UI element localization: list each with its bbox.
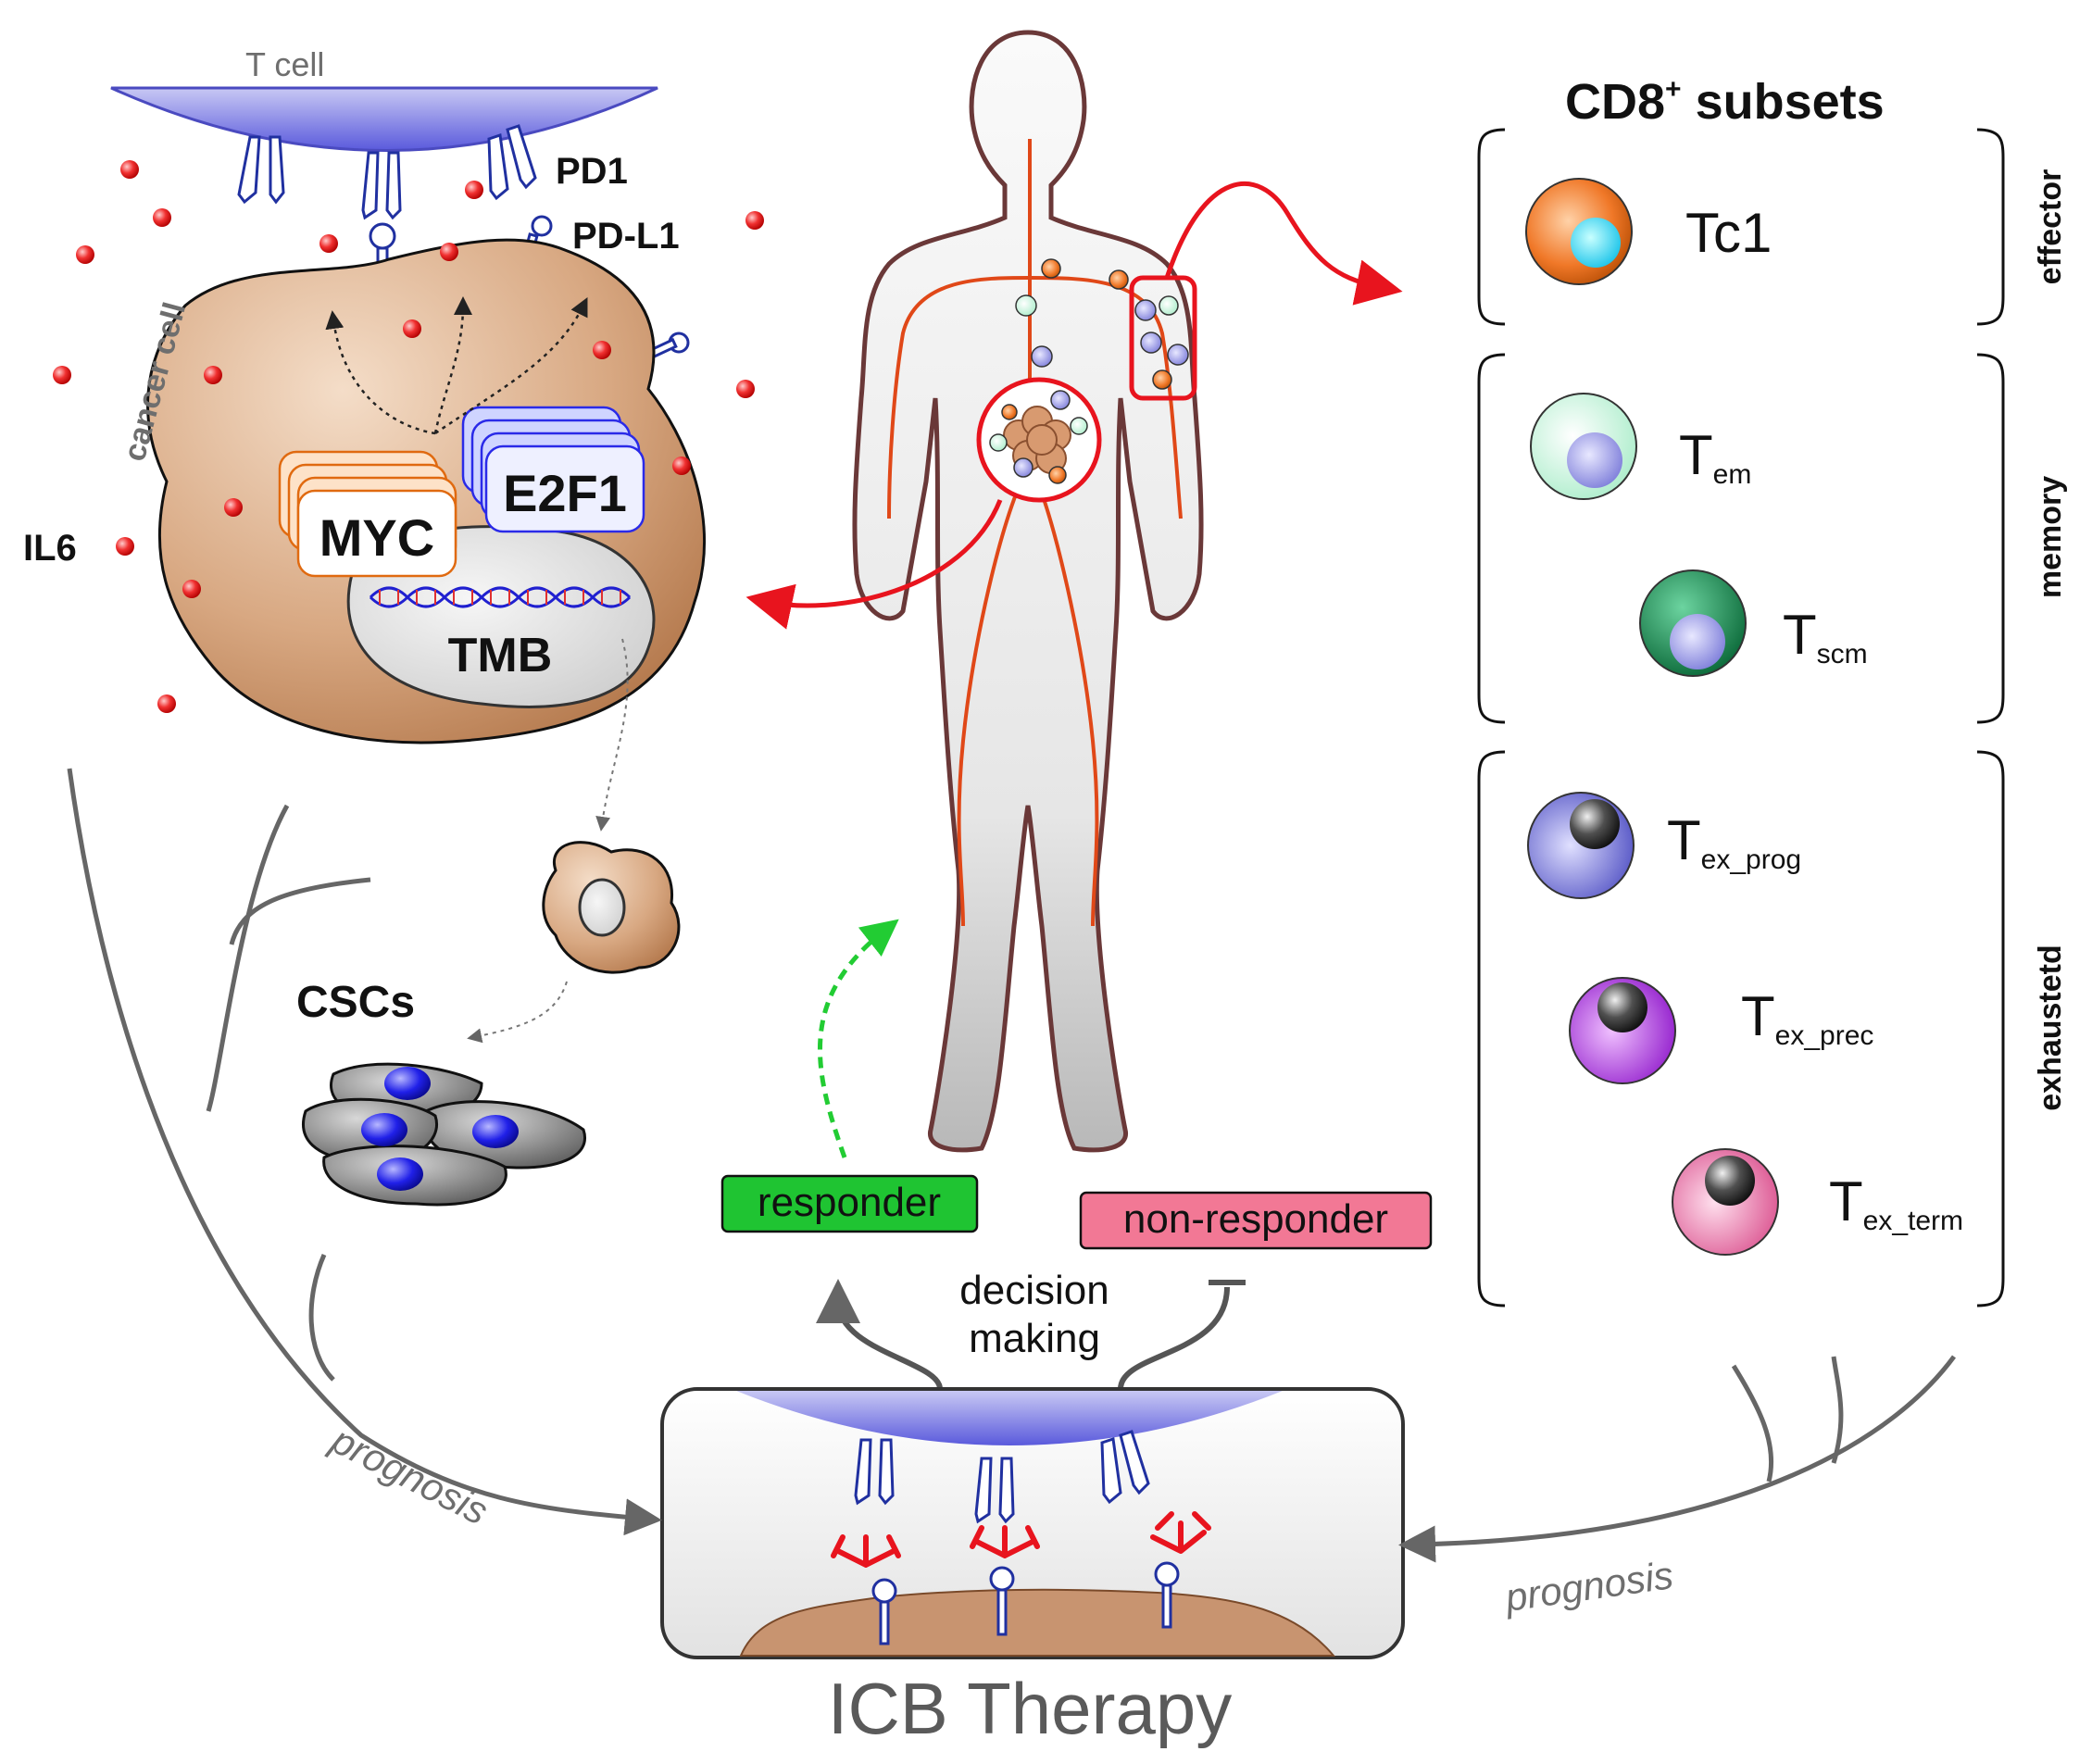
infiltrating-cells xyxy=(989,390,1088,484)
pd1-receptor xyxy=(237,124,537,220)
circulating-cells xyxy=(1015,258,1129,368)
pdl1-label: PD-L1 xyxy=(572,216,680,256)
tc1-label: Tc1 xyxy=(1685,202,1772,264)
inhibit-to-nonresponder xyxy=(1118,1286,1230,1390)
tscm-label: Tscm xyxy=(1783,604,1868,669)
red-arrow-to-cd8 xyxy=(1164,181,1403,306)
cd8-subsets-panel: CD8+ subsets effector memory exhaustetd … xyxy=(1477,74,2068,1307)
tcell-cancer-panel: T cell PD1 PD-L1 cancer cell xyxy=(23,45,764,744)
icb-box xyxy=(660,1387,1405,1659)
grey-dotted-arrow-2 xyxy=(467,981,568,1044)
dna-helix xyxy=(369,586,632,608)
responder-label: responder xyxy=(758,1180,941,1225)
grey-dotted-arrow-1 xyxy=(595,638,629,832)
icb-tcell-membrane xyxy=(736,1391,1283,1445)
csc-nuclei xyxy=(361,1067,519,1191)
cscs-label: CSCs xyxy=(296,978,415,1027)
tem-label: Tem xyxy=(1679,424,1751,490)
icb-pdl1-ligands xyxy=(871,1561,1180,1645)
decision-panel: responder non-responder decision making xyxy=(720,919,1433,1390)
t-cell-membrane xyxy=(110,86,658,152)
il6-label: IL6 xyxy=(23,528,77,569)
non-responder-box xyxy=(1079,1191,1433,1250)
decision-label: decision xyxy=(959,1268,1109,1313)
prognosis-left-label: prognosis xyxy=(323,1417,495,1533)
tex-prec-label: Tex_prec xyxy=(1741,985,1873,1051)
left-prognosis-tree xyxy=(67,768,662,1536)
red-arrow-to-cancer xyxy=(745,499,1003,630)
cell-tc1 xyxy=(1525,178,1633,285)
cd8-title: CD8+ subsets xyxy=(1565,74,1885,130)
tex-term-label: Tex_term xyxy=(1829,1170,1963,1236)
body-silhouette xyxy=(852,30,1204,1153)
icb-therapy-label: ICB Therapy xyxy=(828,1668,1232,1749)
tex-prog-label: Tex_prog xyxy=(1667,809,1801,875)
right-prognosis-tree xyxy=(1398,1355,1957,1563)
cell-tex-prog xyxy=(1527,792,1635,899)
tumor-mass xyxy=(1003,406,1071,474)
pd1-label: PD1 xyxy=(556,151,628,192)
human-body xyxy=(745,30,1403,1153)
icb-antibodies xyxy=(831,1511,1211,1568)
t-cell-label: T cell xyxy=(245,45,324,83)
e2f1-box xyxy=(461,406,645,533)
making-label: making xyxy=(969,1316,1100,1361)
myc-box xyxy=(278,450,457,578)
cell-tex-term xyxy=(1672,1148,1779,1256)
non-responder-label: non-responder xyxy=(1123,1196,1388,1242)
lymph-node-cells xyxy=(1134,295,1189,390)
il6-molecules xyxy=(53,160,764,713)
blood-vessels xyxy=(887,139,1183,927)
prognosis-right-label: prognosis xyxy=(1501,1553,1676,1620)
group-effector-label: effector xyxy=(2033,169,2068,285)
arrow-to-responder xyxy=(816,1279,943,1390)
cell-tscm xyxy=(1639,569,1747,677)
responder-box xyxy=(720,1174,979,1233)
icb-therapy-panel: ICB Therapy xyxy=(660,1387,1405,1749)
signaling-arrows xyxy=(325,296,588,435)
cell-tem xyxy=(1530,393,1637,500)
lymph-node-box xyxy=(1129,275,1197,401)
group-memory-label: memory xyxy=(2033,476,2068,598)
csc-panel: CSCs xyxy=(296,638,681,1207)
single-cell-nucleus xyxy=(578,878,626,937)
group-exhausted-label: exhaustetd xyxy=(2033,945,2068,1111)
tmb-label: TMB xyxy=(448,629,553,682)
myc-label: MYC xyxy=(319,508,434,567)
green-dashed-arrow xyxy=(817,919,899,1158)
group-brackets xyxy=(1477,128,2005,1307)
e2f1-label: E2F1 xyxy=(503,464,627,522)
cell-tex-prec xyxy=(1569,977,1676,1084)
csc-cluster xyxy=(302,1062,586,1207)
icb-pd1-receptors xyxy=(854,1430,1150,1524)
